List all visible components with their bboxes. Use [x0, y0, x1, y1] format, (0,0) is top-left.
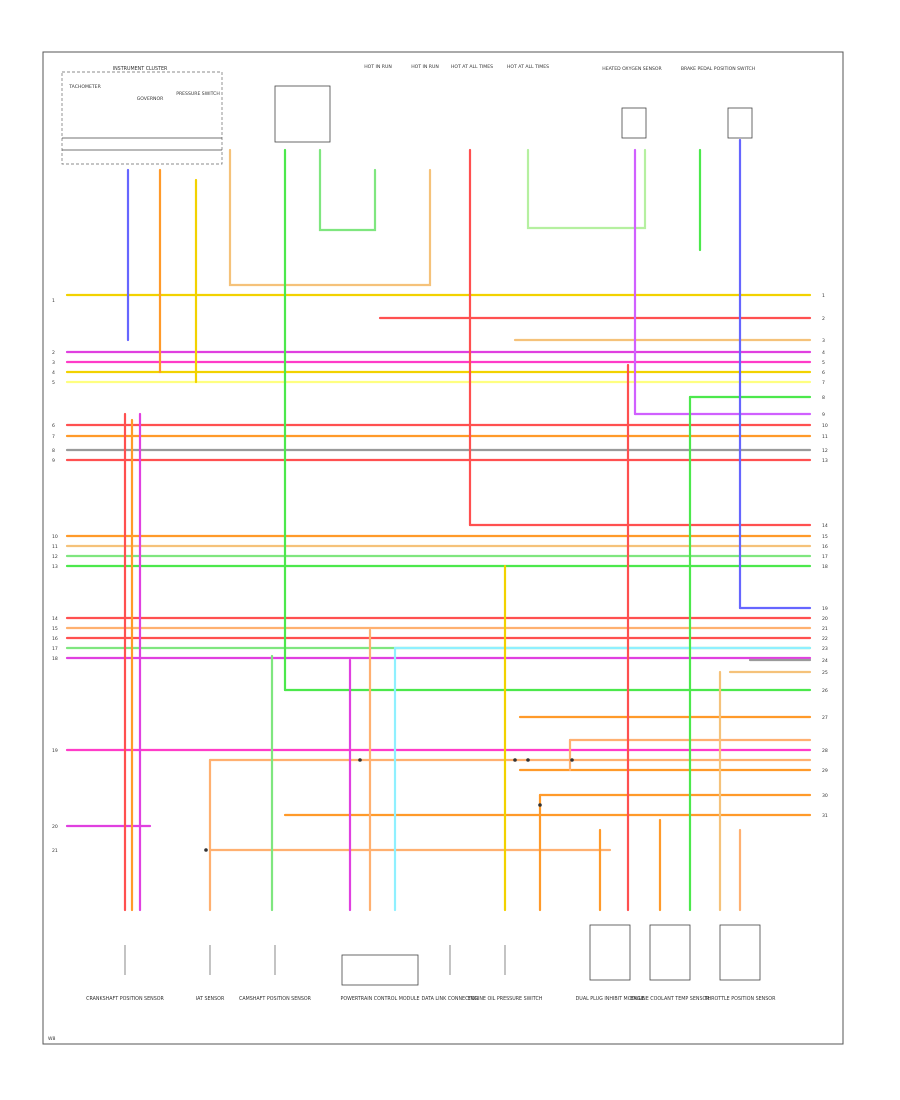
right-number: 24 [822, 658, 828, 664]
left-number: 8 [52, 448, 55, 454]
right-number: 2 [822, 316, 825, 322]
component-iat: IAT SENSOR [196, 945, 225, 1002]
right-number: 12 [822, 448, 828, 454]
label-iat: IAT SENSOR [196, 996, 225, 1002]
left-number: 10 [52, 534, 58, 540]
left-number: 14 [52, 616, 58, 622]
right-number: 29 [822, 768, 828, 774]
right-number: 27 [822, 715, 828, 721]
left-number: 2 [52, 350, 55, 356]
right-number: 17 [822, 554, 828, 560]
right-number: 3 [822, 338, 825, 344]
left-number: 20 [52, 824, 58, 830]
right-number: 22 [822, 636, 828, 642]
footer-code: W8 [48, 1036, 56, 1042]
svg-text:PRESSURE SWITCH: PRESSURE SWITCH [176, 91, 220, 97]
right-number: 21 [822, 626, 828, 632]
wire-41 [228, 148, 432, 287]
right-number: 1 [822, 293, 825, 299]
left-number: 11 [52, 544, 58, 550]
component-cmp: CAMSHAFT POSITION SENSOR [239, 945, 312, 1002]
left-number: 3 [52, 360, 55, 366]
splice-2 [513, 758, 517, 762]
wire-43 [318, 148, 377, 232]
left-number: 15 [52, 626, 58, 632]
right-number: 19 [822, 606, 828, 612]
left-number: 7 [52, 434, 55, 440]
splice-1 [358, 758, 362, 762]
right-number: 8 [822, 395, 825, 401]
left-number: 21 [52, 848, 58, 854]
component-ckp: CRANKSHAFT POSITION SENSOR [86, 945, 165, 1002]
component-tps: THROTTLE POSITION SENSOR [704, 924, 776, 1002]
left-number: 9 [52, 458, 55, 464]
instrument-cluster: INSTRUMENT CLUSTER TACHOMETER GOVERNOR P… [61, 66, 223, 165]
svg-text:HEATED OXYGEN SENSOR: HEATED OXYGEN SENSOR [602, 66, 662, 72]
label-pcm: POWERTRAIN CONTROL MODULE [340, 996, 419, 1002]
left-number: 6 [52, 423, 55, 429]
left-number: 4 [52, 370, 55, 376]
right-number: 5 [822, 360, 825, 366]
right-number: 6 [822, 370, 825, 376]
wire-45 [526, 148, 647, 230]
right-number: 11 [822, 434, 828, 440]
right-number: 26 [822, 688, 828, 694]
left-number: 12 [52, 554, 58, 560]
label-tps: THROTTLE POSITION SENSOR [704, 996, 776, 1002]
diagram-frame [42, 51, 844, 1045]
label-dlc: DATA LINK CONNECTOR [422, 996, 480, 1002]
svg-text:TACHOMETER: TACHOMETER [68, 84, 101, 90]
wire-layer [65, 138, 812, 912]
svg-text:HOT IN RUN: HOT IN RUN [411, 64, 439, 70]
label-cmp: CAMSHAFT POSITION SENSOR [239, 996, 312, 1002]
left-number: 16 [52, 636, 58, 642]
svg-text:BRAKE PEDAL POSITION SWITCH: BRAKE PEDAL POSITION SWITCH [681, 66, 755, 72]
splice-5 [538, 803, 542, 807]
svg-text:HOT AT ALL TIMES: HOT AT ALL TIMES [451, 64, 493, 70]
component-pcm: POWERTRAIN CONTROL MODULE [340, 954, 420, 1002]
splice-6 [204, 848, 208, 852]
component-dlc: DATA LINK CONNECTOR [422, 945, 480, 1002]
label-ect: ENGINE COOLANT TEMP SENSOR [630, 996, 710, 1002]
bottom-components: CRANKSHAFT POSITION SENSOR IAT SENSOR CAMS… [86, 924, 776, 1002]
right-number: 30 [822, 793, 828, 799]
right-number: 9 [822, 412, 825, 418]
svg-text:HOT IN RUN: HOT IN RUN [364, 64, 392, 70]
right-number: 23 [822, 646, 828, 652]
right-number: 16 [822, 544, 828, 550]
component-dual: DUAL PLUG INHIBIT MODULE [576, 924, 645, 1002]
right-number: 10 [822, 423, 828, 429]
left-number: 1 [52, 298, 55, 304]
left-number: 13 [52, 564, 58, 570]
svg-text:HOT AT ALL TIMES: HOT AT ALL TIMES [507, 64, 549, 70]
right-number: 31 [822, 813, 828, 819]
right-number: 18 [822, 564, 828, 570]
left-number: 19 [52, 748, 58, 754]
right-number: 28 [822, 748, 828, 754]
svg-text:INSTRUMENT CLUSTER: INSTRUMENT CLUSTER [113, 66, 168, 72]
right-number: 13 [822, 458, 828, 464]
splice-4 [570, 758, 574, 762]
right-number: 15 [822, 534, 828, 540]
left-number: 5 [52, 380, 55, 386]
fuse-block-top: HOT IN RUN HOT IN RUN HOT AT ALL TIMES H… [274, 64, 755, 143]
right-number: 7 [822, 380, 825, 386]
left-number: 18 [52, 656, 58, 662]
right-number: 20 [822, 616, 828, 622]
label-dual: DUAL PLUG INHIBIT MODULE [576, 996, 645, 1002]
svg-text:GOVERNOR: GOVERNOR [137, 96, 164, 102]
component-eop: ENGINE OIL PRESSURE SWITCH [468, 945, 543, 1002]
right-number: 25 [822, 670, 828, 676]
right-number: 4 [822, 350, 825, 356]
label-eop: ENGINE OIL PRESSURE SWITCH [468, 996, 543, 1002]
splice-3 [526, 758, 530, 762]
left-number: 17 [52, 646, 58, 652]
label-ckp: CRANKSHAFT POSITION SENSOR [86, 996, 164, 1002]
connector-numbers: 1234567891011121314151617181920211234567… [52, 293, 828, 854]
component-ect: ENGINE COOLANT TEMP SENSOR [630, 924, 710, 1002]
right-number: 14 [822, 523, 828, 529]
